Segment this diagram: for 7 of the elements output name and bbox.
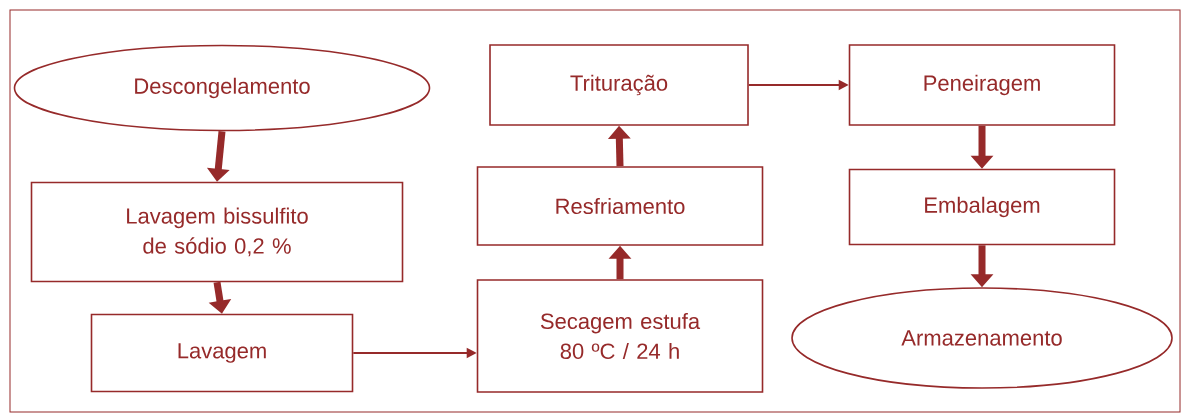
process-box: Trituração (489, 44, 749, 126)
process-box: Lavagem bissulfito de sódio 0,2 % (30, 181, 404, 283)
process-box: Resfriamento (476, 166, 764, 246)
process-box: Secagem estufa 80 ºC / 24 h (476, 279, 764, 393)
process-box: Lavagem (90, 313, 354, 393)
process-box: Peneiragem (848, 44, 1116, 126)
process-box: Embalagem (848, 168, 1116, 246)
